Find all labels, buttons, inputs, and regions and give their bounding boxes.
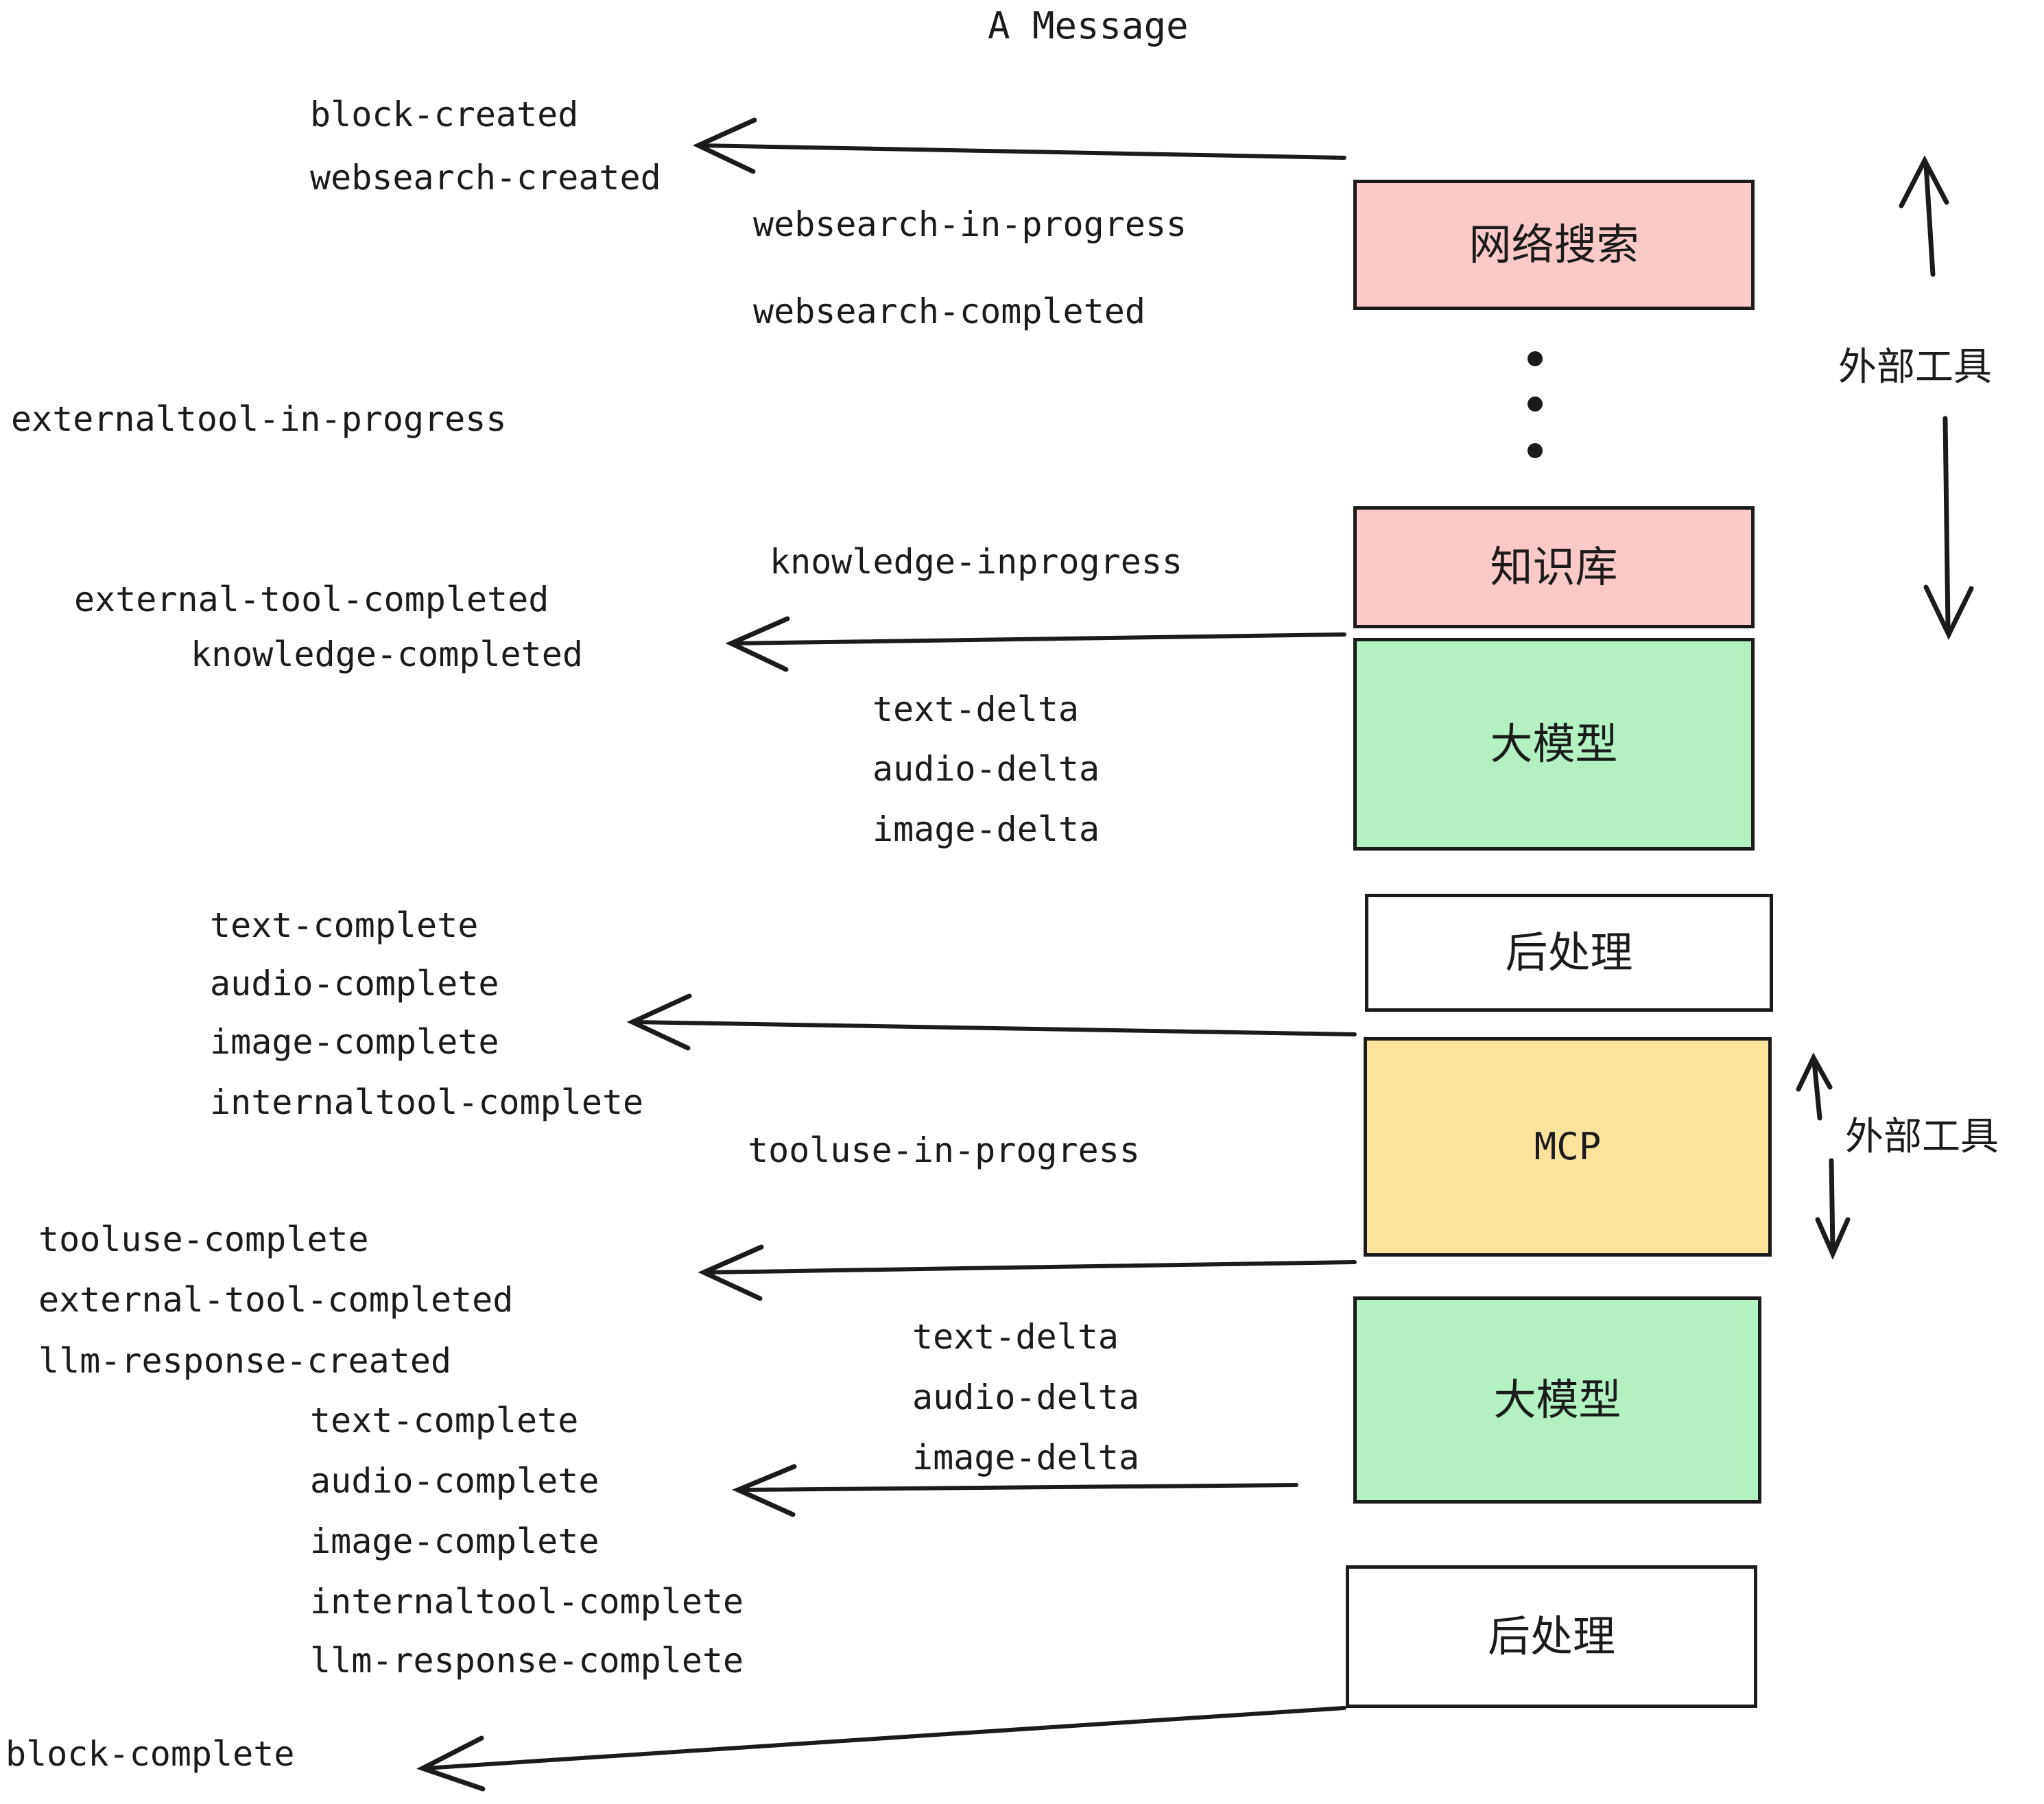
node-knowledge-base-label: 知识库: [1490, 542, 1618, 592]
node-llm-bottom: 大模型: [1353, 1296, 1761, 1504]
event-audio-complete-1: audio-complete: [210, 964, 499, 1004]
event-internaltool-complete-1: internaltool-complete: [210, 1082, 644, 1122]
event-audio-complete-2: audio-complete: [310, 1461, 599, 1501]
node-llm-top-label: 大模型: [1490, 719, 1618, 769]
event-text-delta-2: text-delta: [912, 1317, 1119, 1357]
arrow-external-tools-bottom-up: [1796, 1052, 1833, 1121]
event-llm-response-complete: llm-response-complete: [310, 1641, 744, 1681]
arrow-mcp-to-tooluse-complete: [698, 1244, 1357, 1301]
event-knowledge-completed: knowledge-completed: [191, 634, 583, 674]
event-external-tool-completed-1: external-tool-completed: [74, 580, 549, 619]
arrow-knowledge-to-left: [725, 616, 1346, 672]
arrow-postprocess-to-block-complete: [416, 1706, 1346, 1792]
event-image-delta-2: image-delta: [912, 1438, 1140, 1477]
event-block-complete: block-complete: [5, 1734, 295, 1774]
node-postprocess-bottom-label: 后处理: [1487, 1611, 1615, 1661]
annotation-external-tools-bottom: 外部工具: [1845, 1115, 1999, 1159]
event-audio-delta-2: audio-delta: [912, 1377, 1140, 1417]
node-llm-top: 大模型: [1353, 638, 1755, 851]
event-tooluse-in-progress: tooluse-in-progress: [748, 1130, 1140, 1170]
ellipsis-dot-1: [1528, 351, 1543, 366]
arrow-external-tools-bottom-down: [1815, 1158, 1851, 1260]
node-knowledge-base: 知识库: [1353, 506, 1755, 628]
event-external-tool-completed-2: external-tool-completed: [38, 1280, 514, 1320]
event-audio-delta-1: audio-delta: [872, 749, 1100, 789]
page-title: A Message: [988, 4, 1189, 47]
event-image-complete-2: image-complete: [310, 1521, 599, 1561]
node-postprocess-top: 后处理: [1365, 894, 1773, 1012]
node-postprocess-bottom: 后处理: [1346, 1565, 1757, 1708]
event-text-complete-2: text-complete: [310, 1401, 579, 1440]
arrow-external-tools-top-up: [1899, 155, 1949, 277]
node-websearch: 网络搜索: [1353, 180, 1755, 310]
arrow-postprocess-to-image-complete: [626, 993, 1357, 1051]
node-mcp: MCP: [1364, 1037, 1772, 1257]
event-externaltool-in-progress: externaltool-in-progress: [11, 399, 507, 439]
node-llm-bottom-label: 大模型: [1493, 1375, 1621, 1425]
event-text-delta-1: text-delta: [872, 689, 1080, 729]
event-internaltool-complete-2: internaltool-complete: [310, 1582, 744, 1622]
arrow-external-tools-top-down: [1923, 416, 1974, 641]
event-image-complete-1: image-complete: [210, 1022, 499, 1062]
event-knowledge-inprogress: knowledge-inprogress: [770, 542, 1183, 582]
annotation-external-tools-top: 外部工具: [1838, 345, 1992, 390]
event-text-complete-1: text-complete: [210, 905, 479, 945]
node-postprocess-top-label: 后处理: [1505, 927, 1633, 977]
event-websearch-created: websearch-created: [310, 158, 661, 198]
node-websearch-label: 网络搜索: [1469, 219, 1639, 270]
event-llm-response-created: llm-response-created: [38, 1341, 452, 1381]
event-tooluse-complete: tooluse-complete: [38, 1220, 369, 1259]
event-websearch-in-progress: websearch-in-progress: [753, 204, 1187, 244]
event-image-delta-1: image-delta: [872, 809, 1100, 849]
event-block-created: block-created: [310, 95, 579, 134]
arrow-websearch-to-left: [692, 117, 1346, 174]
node-mcp-label: MCP: [1534, 1125, 1602, 1168]
ellipsis-dot-3: [1528, 443, 1543, 458]
ellipsis-dot-2: [1528, 396, 1543, 412]
event-websearch-completed: websearch-completed: [753, 292, 1145, 331]
